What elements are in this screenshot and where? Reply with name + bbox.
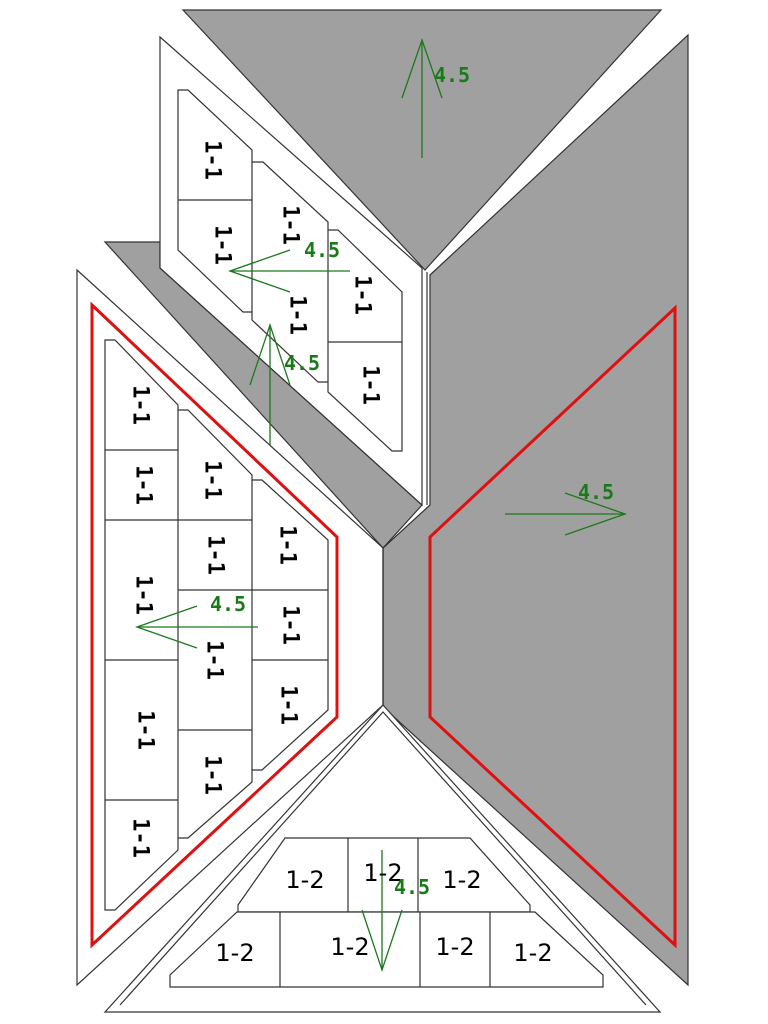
ridge-inner-line (119, 711, 647, 1006)
panel-cell-label: 1-1 (202, 640, 227, 680)
slope-value-label: 4.5 (284, 351, 320, 375)
slope-arrow-right-icon (505, 492, 627, 536)
panel-cell-label: 1-2 (363, 859, 402, 887)
panel-cell-label: 1-1 (276, 685, 301, 725)
slope-value-label: 4.5 (578, 480, 614, 504)
panel-cell-label: 1-2 (285, 866, 324, 894)
panel-cell-label: 1-2 (513, 939, 552, 967)
panel-cell-label: 1-2 (330, 933, 369, 961)
panel-cell-label: 1-1 (133, 710, 158, 750)
panel-cell-label: 1-1 (200, 140, 225, 180)
panel-cell-label: 1-1 (350, 275, 375, 315)
panel-cell-label: 1-1 (128, 818, 153, 858)
panel-cell-label: 1-2 (215, 939, 254, 967)
panel-cell-label: 1-2 (435, 933, 474, 961)
panel-cell-label: 1-1 (278, 205, 303, 245)
slope-arrow-up-icon (401, 38, 443, 158)
panel-cell-label: 1-1 (131, 465, 156, 505)
slope-value-label: 4.5 (304, 238, 340, 262)
panel-cell-label: 1-2 (442, 866, 481, 894)
highlight-left (90, 301, 339, 949)
highlight-right (428, 304, 677, 949)
panel-cell-label: 1-1 (128, 385, 153, 425)
slope-arrow-up-icon (249, 322, 291, 445)
panel-cell-label: 1-1 (203, 535, 228, 575)
slope-arrow-left-icon (135, 605, 258, 649)
panel-cell-label: 1-1 (275, 525, 300, 565)
panel-cell-label: 1-1 (210, 225, 235, 265)
slope-value-label: 4.5 (394, 875, 430, 899)
slope-value-label: 4.5 (434, 63, 470, 87)
panel-cell-label: 1-1 (131, 575, 156, 615)
panel-cell-label: 1-1 (358, 365, 383, 405)
panel-cell-label: 1-1 (278, 605, 303, 645)
slope-value-label: 4.5 (210, 592, 246, 616)
panel-cell-label: 1-1 (285, 295, 310, 335)
panel-cell-label: 1-1 (200, 460, 225, 500)
slope-arrow-left-icon (228, 249, 350, 293)
slope-arrow-down-icon (361, 850, 403, 973)
panel-cell-label: 1-1 (200, 755, 225, 795)
bottom-panel-lower-row (169, 911, 604, 988)
